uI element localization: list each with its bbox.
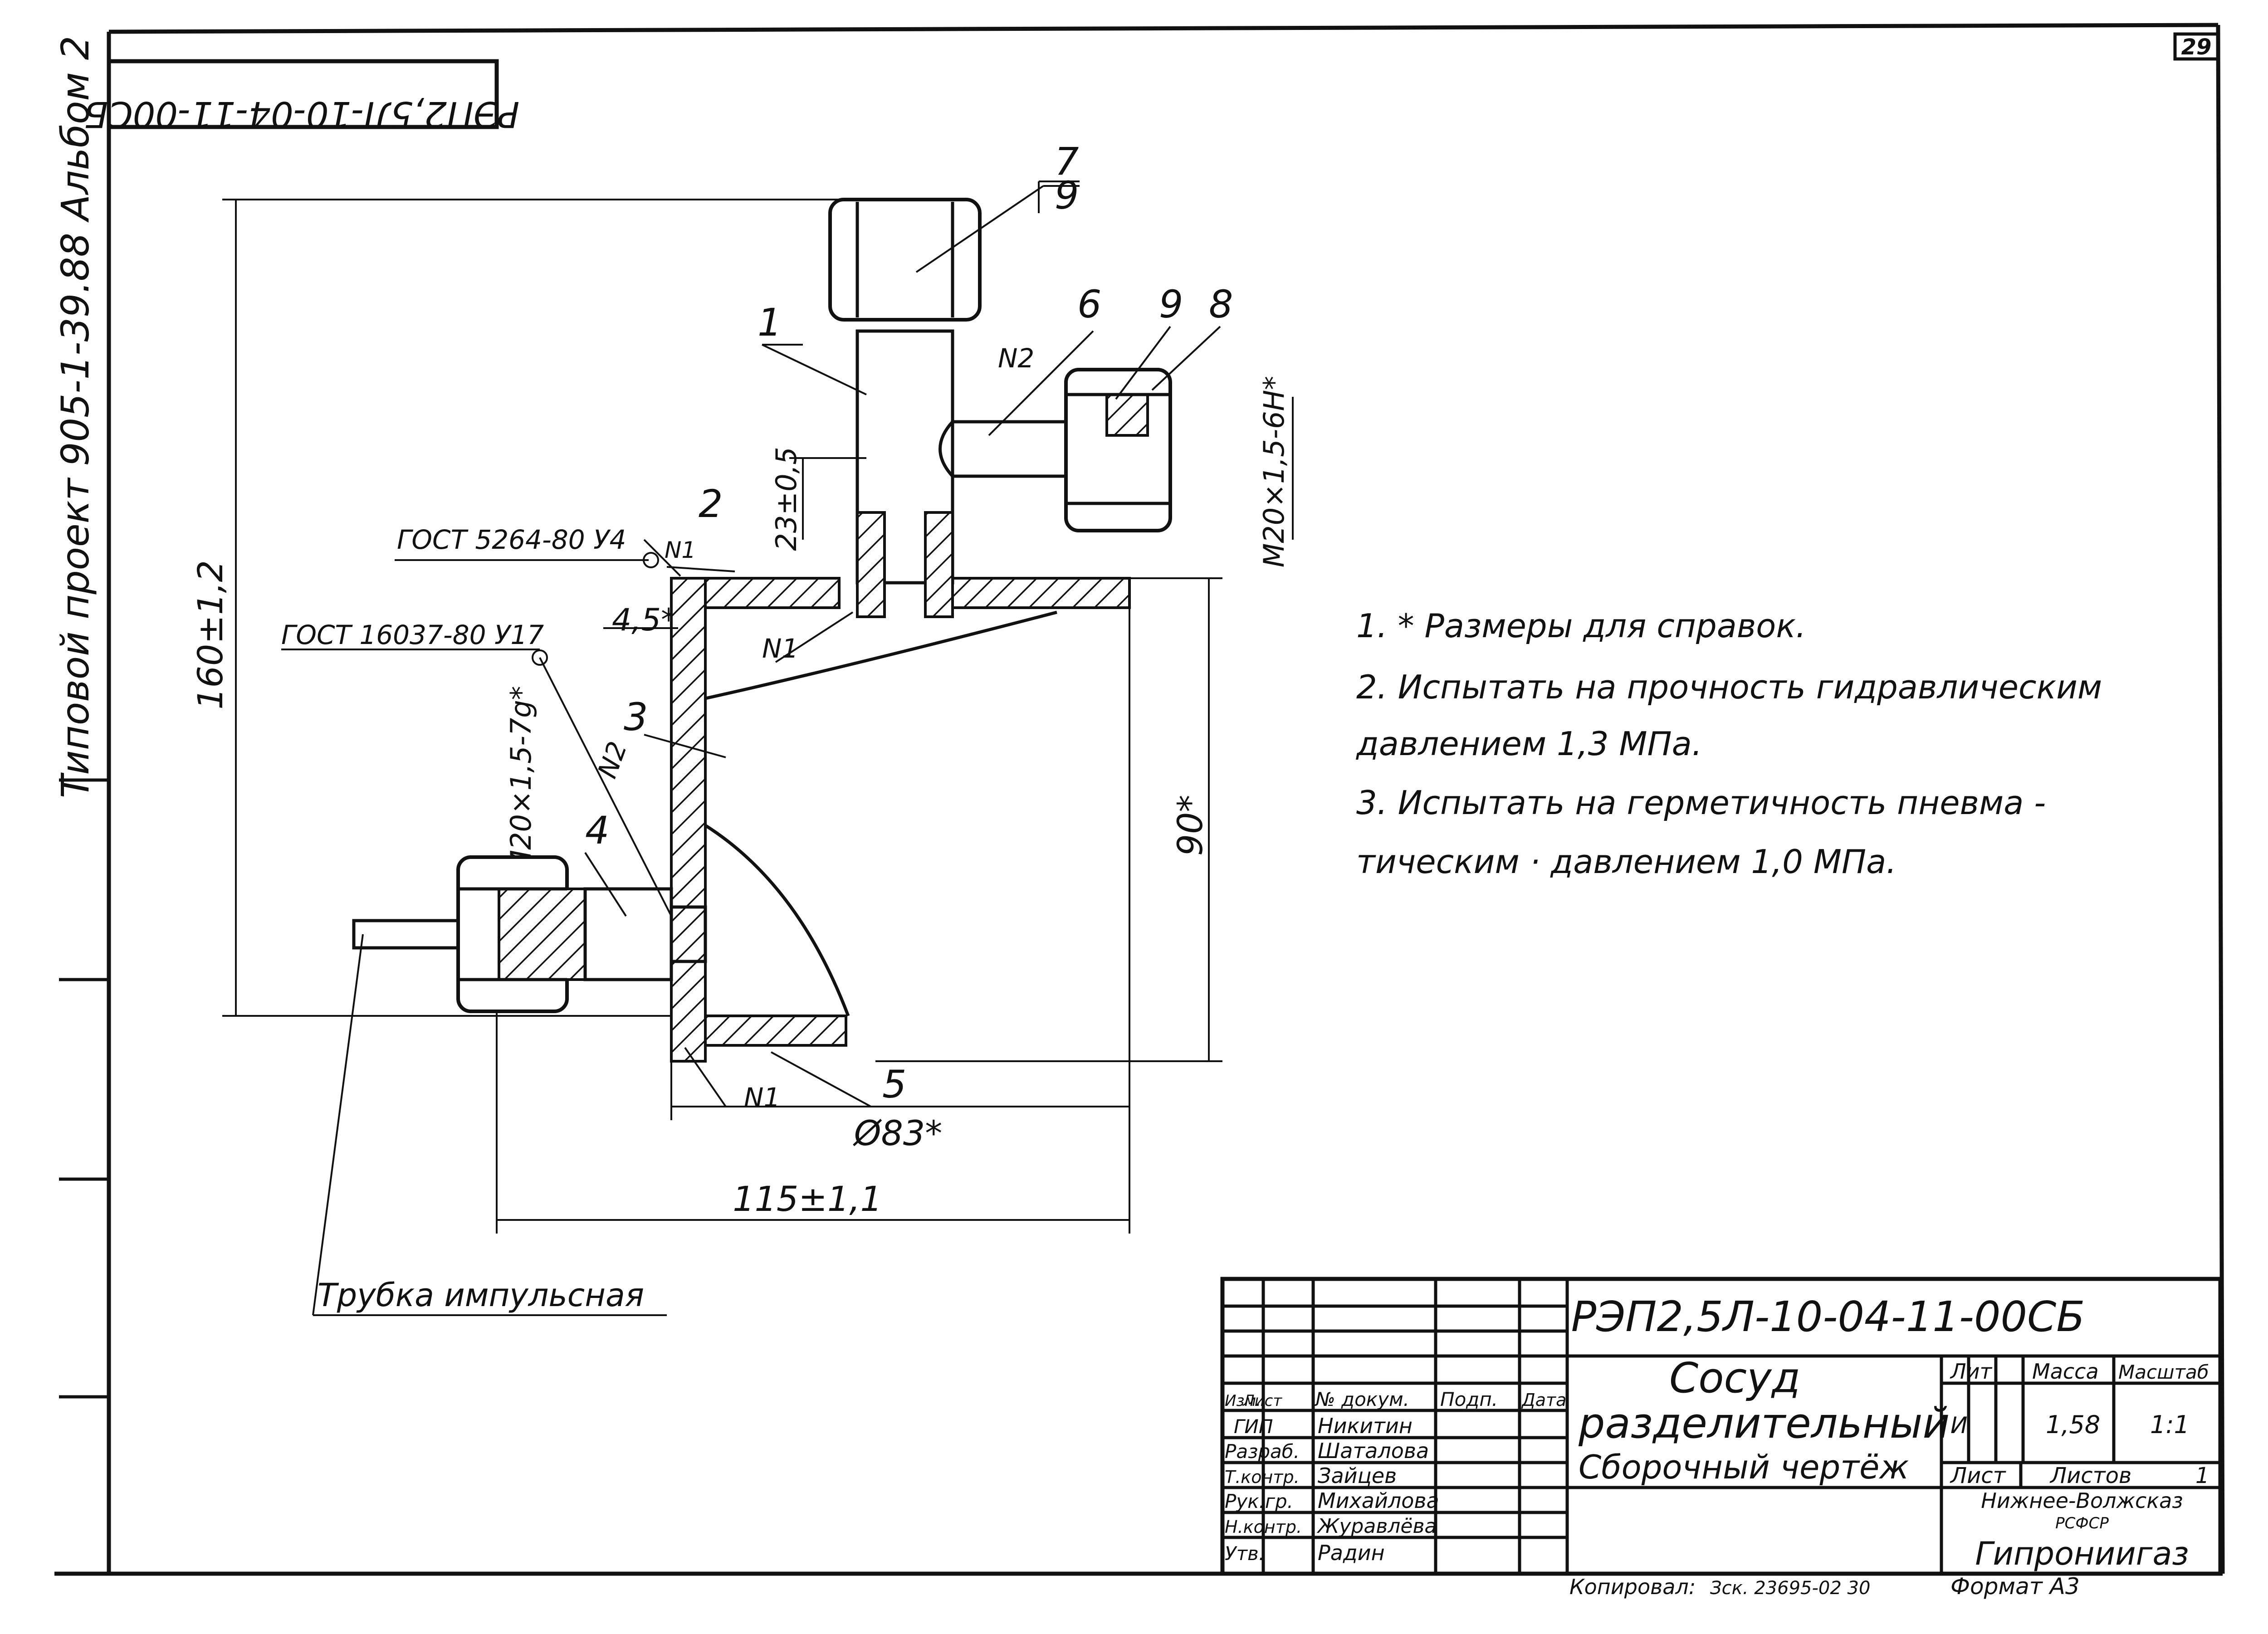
org-1: Нижнее-Волжсказ [1981,1488,2183,1513]
person: Зайцев [1318,1463,1397,1488]
album-side-label: Типовой проект 905-1-39.88 Альбом 2 [53,36,98,798]
format-label: Формат А3 [1950,1573,2080,1600]
note-line: тическим · давлением 1,0 МПа. [1356,843,1897,881]
org-1-sub: РСФСР [2055,1514,2109,1532]
person: Журавлёва [1316,1515,1437,1538]
lit-label: Лит [1950,1359,1992,1384]
weld-n1: N1 [762,633,798,664]
weld-marker [643,552,659,568]
weld-n1: N1 [744,1082,780,1113]
position-label: 3 [624,695,648,739]
col-sign: Подп. [1440,1388,1498,1410]
note-line: 2. Испытать на прочность гидравлическим [1356,668,2102,706]
dim-width-total: 115±1,1 [733,1179,882,1219]
weld-n2: N2 [591,737,633,782]
position-label: 9 [1055,173,1079,218]
top-left-code: РЭП2,5Л-10-04-11-00СБ [84,93,519,134]
technical-notes: 1. * Размеры для справок. 2. Испытать на… [1355,607,2102,881]
position-label: 2 [699,482,723,526]
weld-n2: N2 [998,343,1034,374]
title-block [1220,1277,2223,1576]
role: Рук.гр. [1225,1490,1293,1512]
role: Н.контр. [1225,1517,1302,1537]
position-label: 1 [758,300,782,345]
dim-thread-top: M20×1,5-6H* [1257,376,1290,567]
person: Михайлова [1318,1488,1439,1513]
scale-label: Масштаб [2118,1361,2209,1383]
position-label: 6 [1077,282,1101,327]
vessel-body [670,577,1131,1063]
role: Разраб. [1225,1440,1300,1463]
copy-note: Копировал: [1569,1575,1696,1599]
note-line: давлением 1,3 МПа. [1355,725,1702,763]
note-line: 1. * Размеры для справок. [1356,607,1806,645]
col-doc: № докум. [1315,1388,1409,1410]
role: ГИП [1234,1415,1273,1438]
left-fitting [352,855,707,1013]
title-name-3: Сборочный чертёж [1579,1448,1909,1486]
mass-value: 1,58 [2046,1410,2100,1439]
position-label: 8 [1209,282,1233,327]
dim-wall: 4,5* [612,602,676,638]
tube-label: Трубка импульсная [318,1277,644,1314]
dimension-lines [222,199,1294,1234]
role: Утв. [1225,1542,1265,1565]
page-number: 29 [2181,34,2212,60]
scale-value: 1:1 [2150,1410,2190,1439]
col-izm: Изм. [1225,1392,1261,1410]
position-label: 7 [1055,139,1079,184]
dim-thread-left: M20×1,5-7g* [504,686,538,874]
weld-gost-left: ГОСТ 16037-80 У17 [281,619,544,650]
sheets-value: 1 [2195,1463,2209,1488]
leader-lines [281,185,1221,1316]
top-nut [828,198,982,322]
weld-n1: N1 [665,537,696,563]
person: Шаталова [1318,1439,1429,1463]
lit-value: И [1950,1412,1967,1439]
sheets-label: Листов [2049,1463,2131,1488]
dim-diameter: Ø83* [853,1113,943,1153]
mass-label: Масса [2032,1359,2099,1384]
person: Радин [1318,1541,1385,1565]
weld-gost-top: ГОСТ 5264-80 У4 [397,524,626,555]
person: Никитин [1318,1414,1413,1438]
role: Т.контр. [1225,1467,1300,1487]
position-label: 9 [1159,282,1183,327]
copy-stamp: Зск. 23695-02 30 [1710,1578,1870,1599]
sheet-label: Лист [1950,1463,2007,1488]
title-designation: РЭП2,5Л-10-04-11-00СБ [1571,1293,2085,1341]
title-name-2: разделительный [1578,1399,1950,1448]
tee-fitting [855,329,1072,618]
dim-spacing: 23±0,5 [770,447,803,551]
weld-marker [532,649,548,666]
side-nut [1064,368,1172,532]
title-name-1: Сосуд [1669,1354,1800,1402]
position-label: 4 [585,808,609,853]
org-2: Гипрониигаз [1975,1535,2189,1572]
col-date: Дата [1521,1390,1566,1410]
dim-height-total: 160±1,2 [190,560,230,710]
position-label: 5 [882,1062,906,1107]
dim-height-body: 90* [1170,795,1210,856]
col-list: Лист [1242,1392,1282,1410]
note-line: 3. Испытать на герметичность пневма - [1356,784,2046,822]
